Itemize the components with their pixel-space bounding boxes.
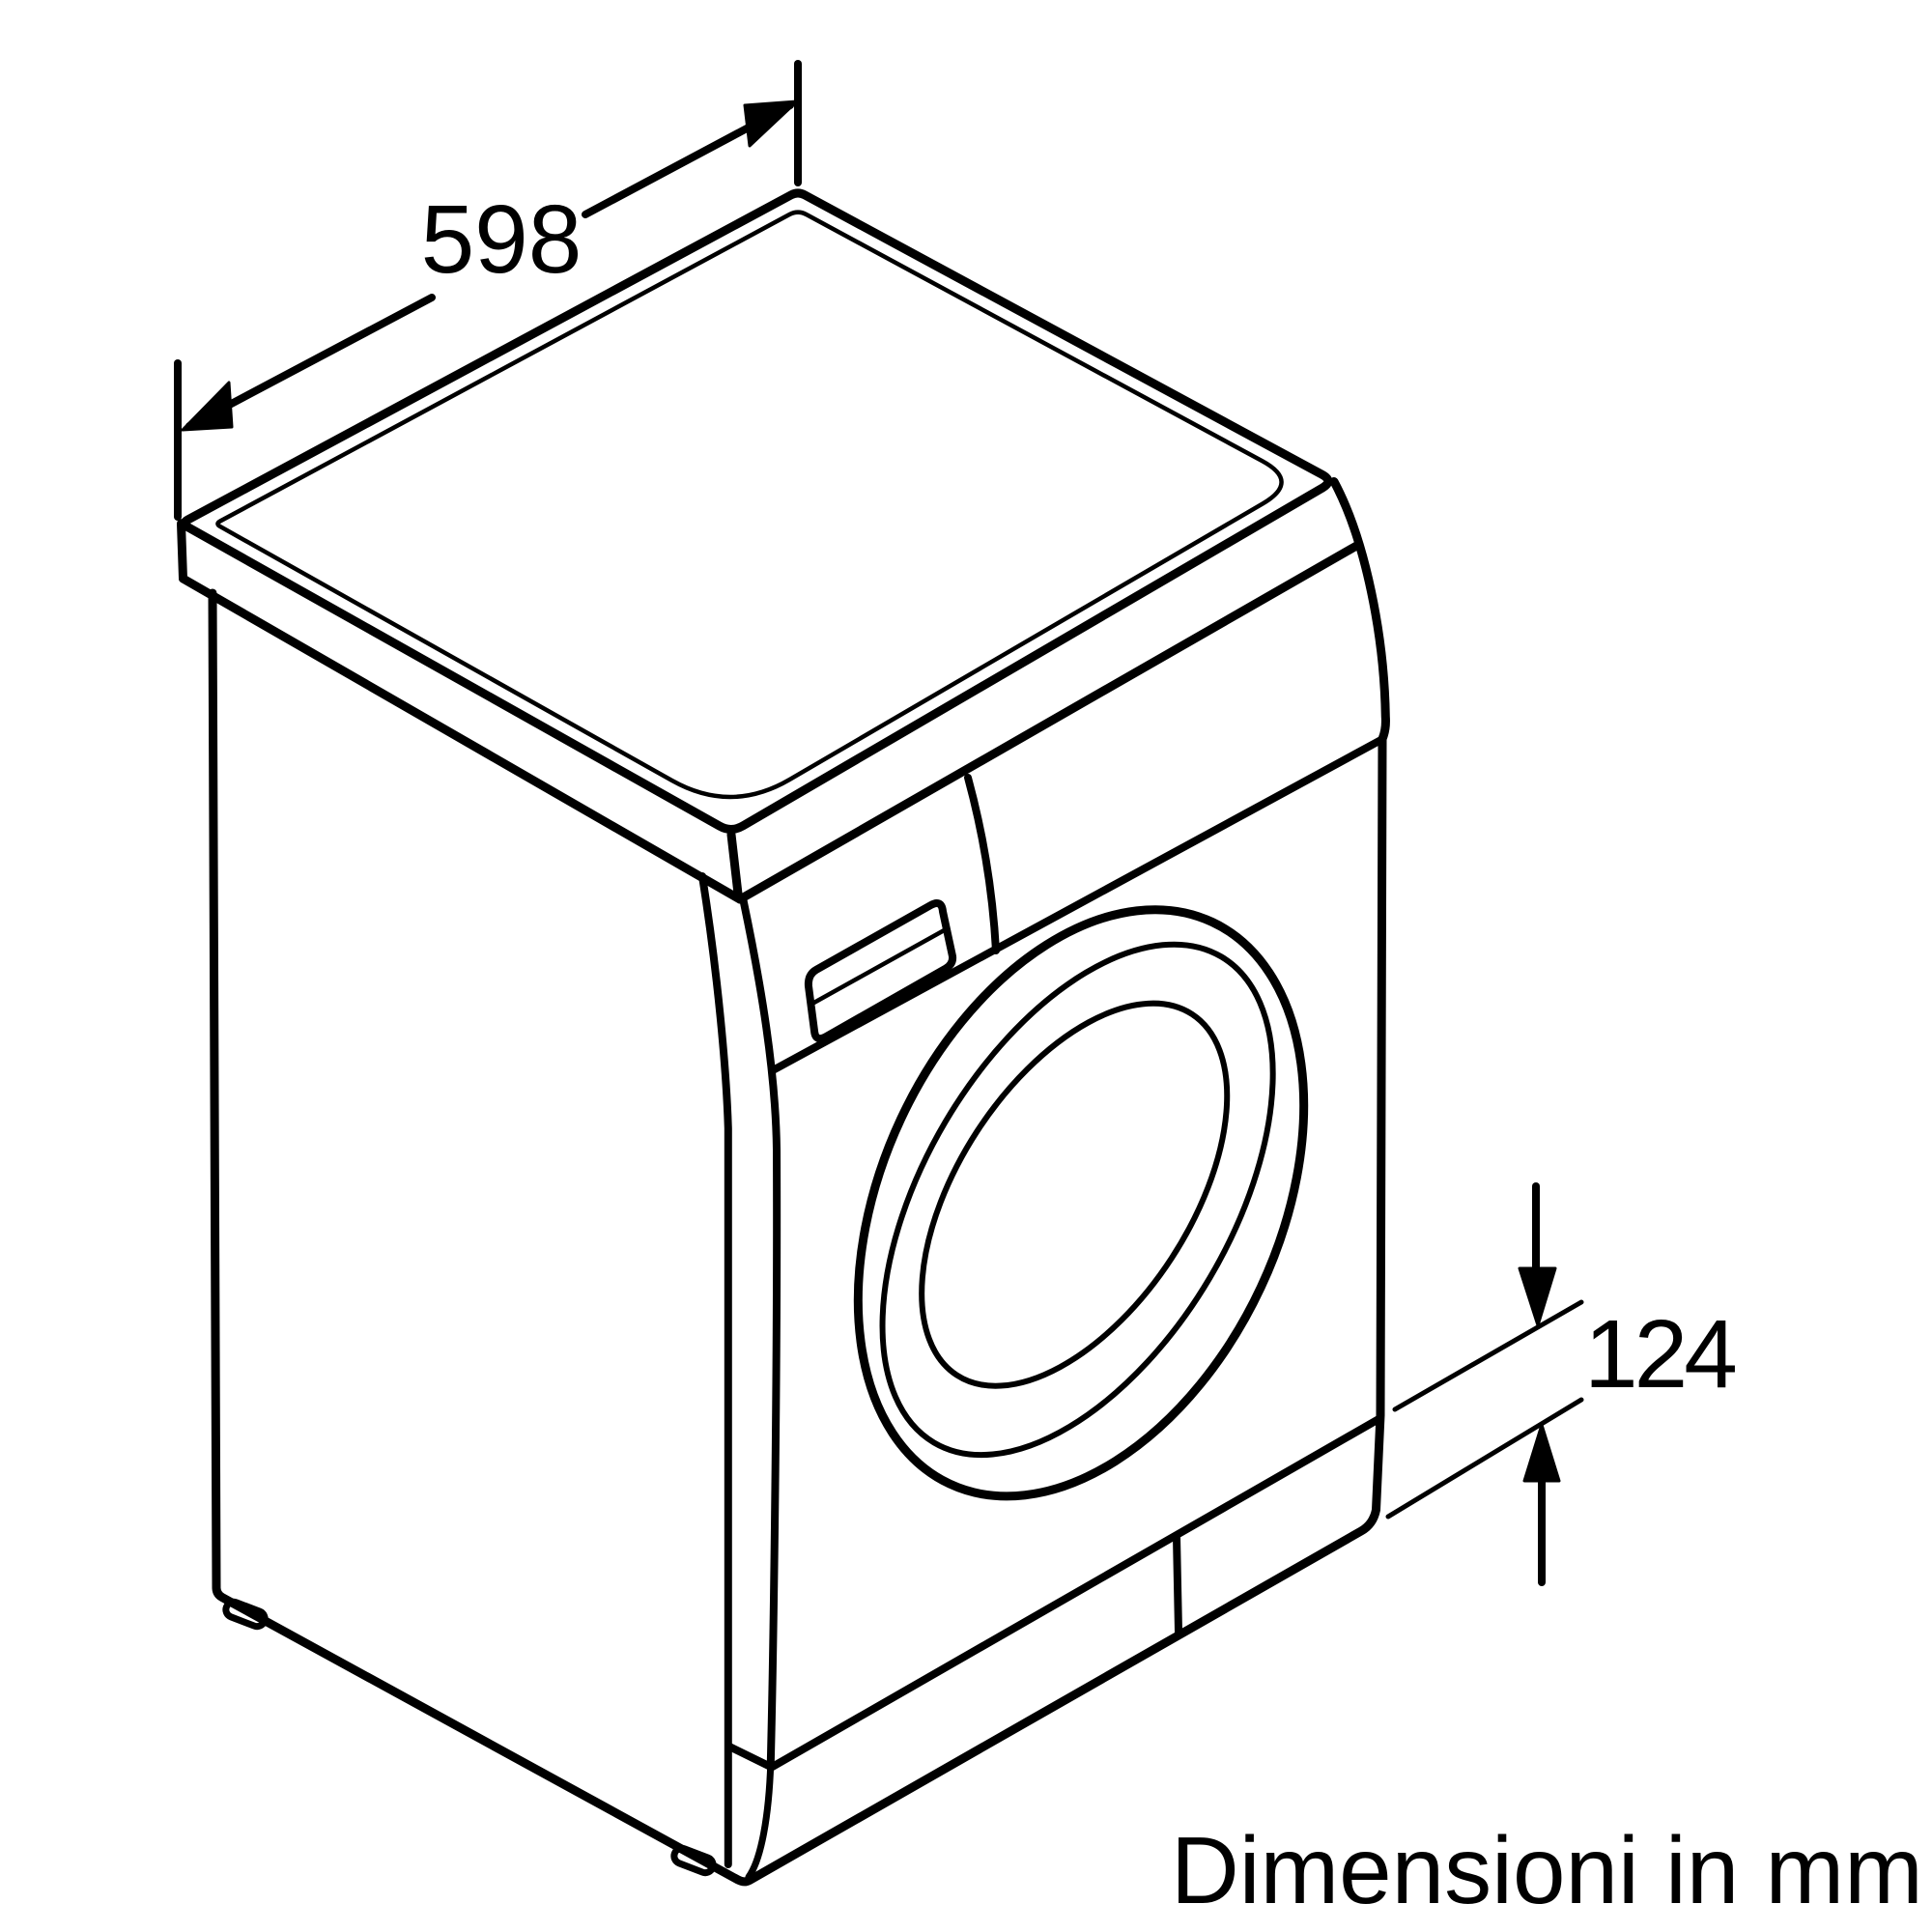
svg-text:Dimensioni in mm: Dimensioni in mm <box>1171 1817 1923 1923</box>
svg-text:598: 598 <box>421 185 582 294</box>
svg-text:124: 124 <box>1584 1300 1735 1408</box>
